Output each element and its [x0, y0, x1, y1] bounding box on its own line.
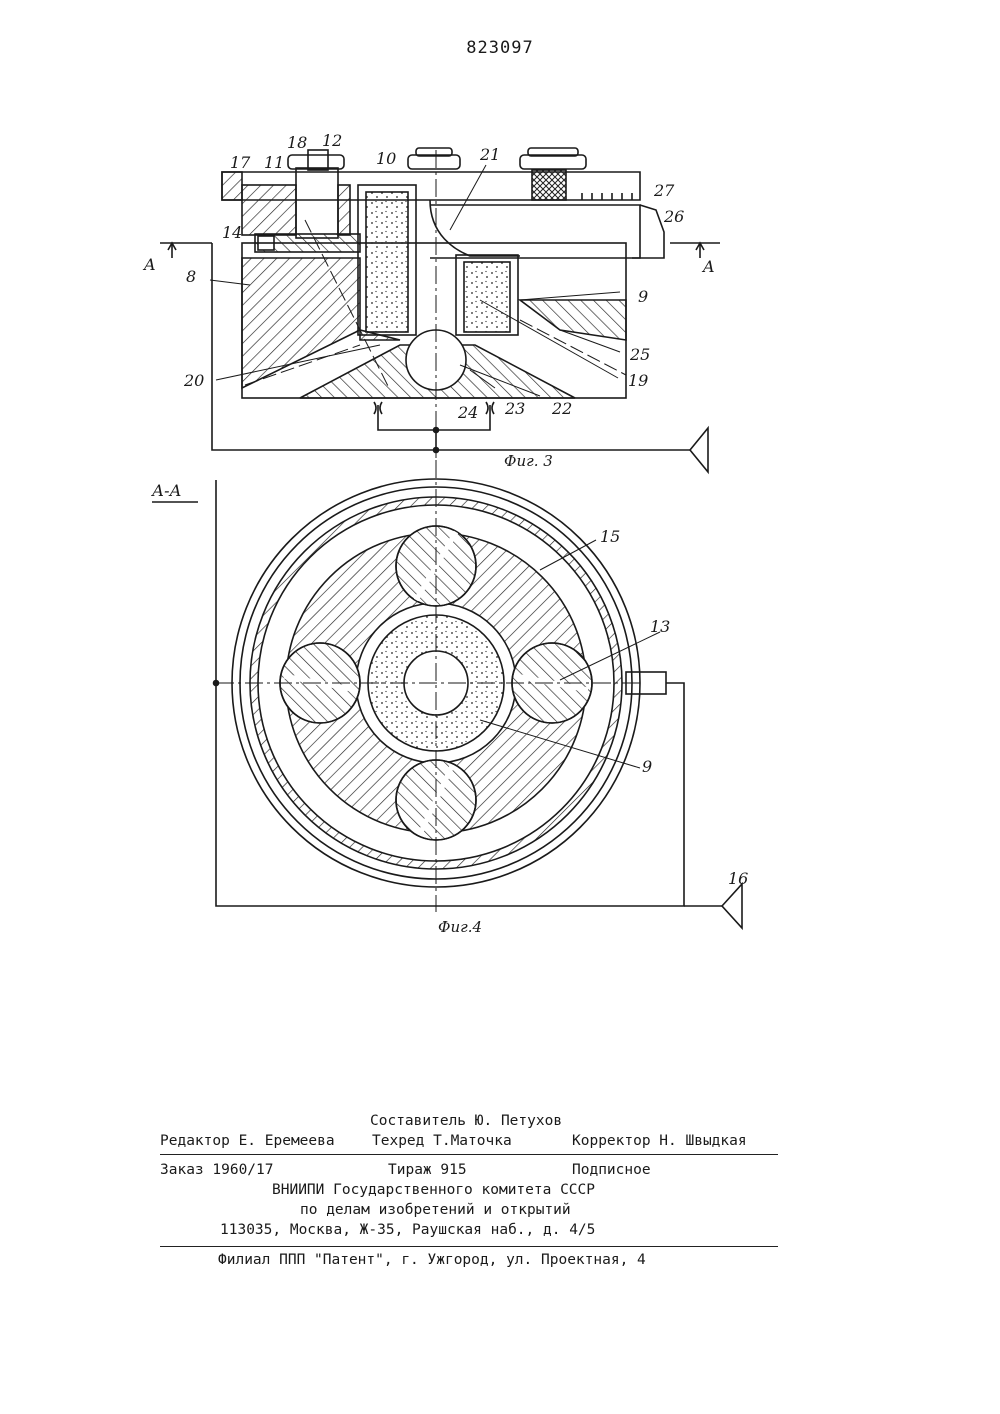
label-23: 23 [504, 399, 525, 418]
rule-top [160, 1154, 778, 1155]
label-12: 12 [322, 131, 342, 150]
label-20: 20 [183, 371, 204, 390]
org-line-2: по делам изобретений и открытий [300, 1202, 571, 1218]
circulation-line: Тираж 915 [388, 1162, 467, 1178]
fig4-caption: Фиг.4 [438, 918, 482, 936]
compiler-line: Составитель Ю. Петухов [370, 1113, 562, 1129]
section-title: А-А [151, 481, 182, 500]
subscription-line: Подписное [572, 1162, 651, 1178]
section-mark-left: A [142, 255, 156, 274]
fig3-caption: Фиг. 3 [504, 452, 553, 470]
fig3-drawing [160, 148, 720, 472]
label-22: 22 [551, 399, 572, 418]
branch-line: Филиал ППП "Патент", г. Ужгород, ул. Про… [218, 1252, 646, 1268]
org-line-1: ВНИИПИ Государственного комитета СССР [272, 1182, 595, 1198]
label-24: 24 [457, 403, 478, 422]
label-11: 11 [264, 153, 284, 172]
label-21: 21 [479, 145, 500, 164]
label-26: 26 [663, 207, 684, 226]
rule-bottom [160, 1246, 778, 1247]
order-line: Заказ 1960/17 [160, 1162, 274, 1178]
label-9: 9 [638, 287, 648, 306]
label-19: 19 [628, 371, 648, 390]
editor-line: Редактор Е. Еремеева [160, 1133, 335, 1149]
label-15: 15 [600, 527, 620, 546]
corrector-line: Корректор Н. Швыдкая [572, 1133, 747, 1149]
label-18: 18 [287, 133, 307, 152]
section-mark-right: A [701, 257, 715, 276]
fig4-drawing [152, 460, 742, 928]
label-9b: 9 [642, 757, 652, 776]
label-8: 8 [186, 267, 196, 286]
label-13: 13 [650, 617, 670, 636]
label-16: 16 [728, 869, 748, 888]
label-25: 25 [629, 345, 650, 364]
label-17: 17 [230, 153, 251, 172]
label-14: 14 [222, 223, 242, 242]
label-27: 27 [653, 181, 675, 200]
address-line: 113035, Москва, Ж-35, Раушская наб., д. … [220, 1222, 595, 1238]
techred-line: Техред Т.Маточка [372, 1133, 512, 1149]
label-10: 10 [376, 149, 396, 168]
